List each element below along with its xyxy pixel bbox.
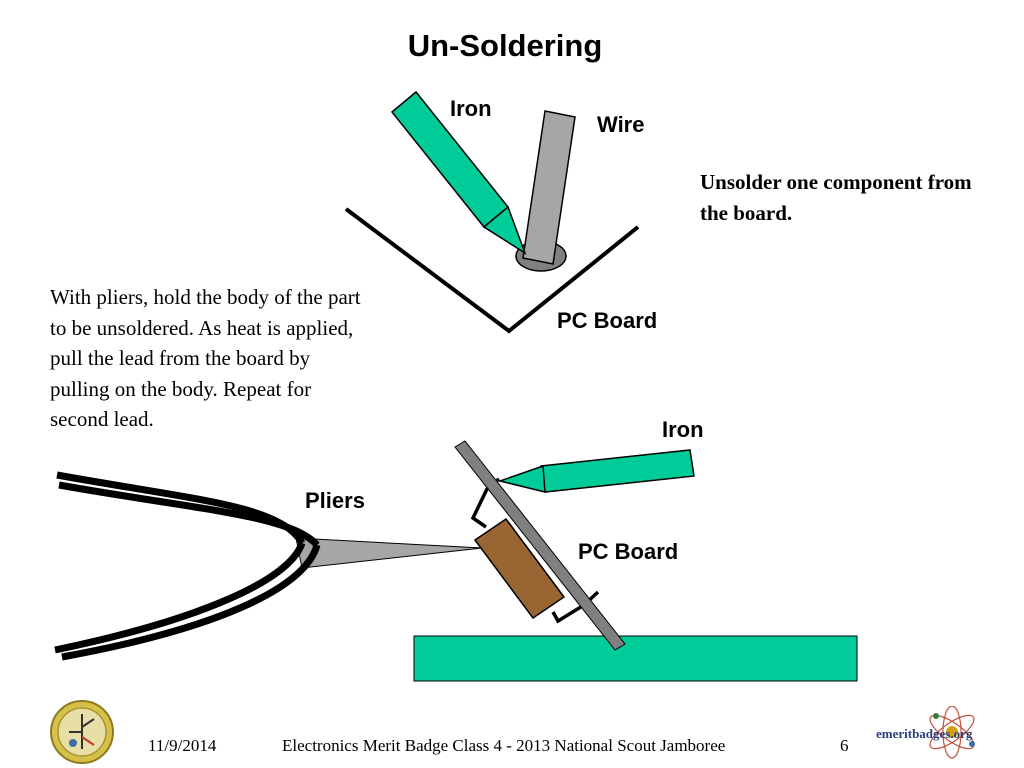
table-surface [413, 635, 858, 682]
slide-title: Un-Soldering [407, 28, 603, 63]
footer-page-number: 6 [840, 736, 849, 755]
merit-badge-icon [50, 700, 114, 764]
footer-date: 11/9/2014 [148, 736, 217, 755]
top-pc-board-label: PC Board [557, 308, 657, 333]
pliers-label: Pliers [305, 488, 365, 513]
logo-text: emeritbadges.org [876, 726, 973, 741]
bottom-diagram: Iron Pliers PC Board [54, 417, 858, 682]
bottom-iron-label: Iron [662, 417, 704, 442]
top-iron-label: Iron [450, 96, 492, 121]
top-pc-board [344, 207, 640, 334]
top-soldering-iron [390, 90, 527, 255]
component-body [473, 517, 566, 620]
footer-title: Electronics Merit Badge Class 4 - 2013 N… [282, 736, 726, 755]
bottom-pc-board [454, 440, 626, 651]
bottom-pc-board-label: PC Board [578, 539, 678, 564]
component-lead-bottom [551, 590, 600, 624]
emeritbadges-logo: emeritbadges.org [876, 706, 975, 759]
top-diagram: Iron Wire PC Board [344, 90, 657, 334]
wire [522, 110, 576, 265]
instructions-text: With pliers, hold the body of the part t… [50, 285, 361, 431]
bottom-soldering-iron [497, 449, 695, 493]
note-text: Unsolder one component from the board. [700, 170, 972, 225]
pliers [54, 471, 483, 661]
wire-label: Wire [597, 112, 644, 137]
